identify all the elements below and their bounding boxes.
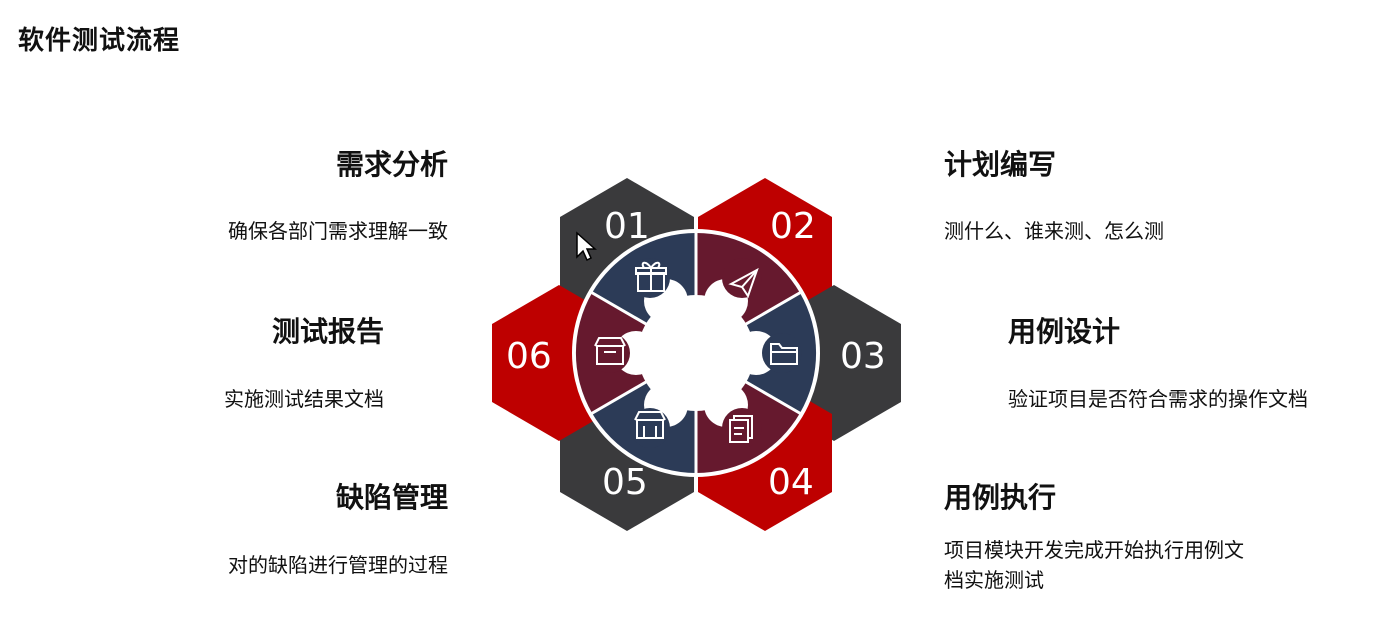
box-icon [594, 337, 626, 365]
document-icon [729, 415, 753, 443]
step-05-desc: 对的缺陷进行管理的过程 [228, 553, 448, 577]
hex-number-06: 06 [506, 336, 552, 377]
step-01-title: 需求分析 [335, 148, 448, 181]
paper-plane-icon [728, 267, 759, 299]
step-01-desc: 确保各部门需求理解一致 [228, 219, 448, 243]
step-04-desc-line2: 档实施测试 [944, 568, 1044, 592]
step-03-title: 用例设计 [1008, 315, 1121, 348]
step-02-desc: 测什么、谁来测、怎么测 [944, 219, 1164, 243]
step-05-title: 缺陷管理 [335, 481, 448, 514]
folder-icon [770, 343, 798, 365]
gift-icon [635, 261, 667, 292]
step-06-desc: 实施测试结果文档 [224, 387, 384, 411]
page-title: 软件测试流程 [18, 26, 181, 56]
hex-number-05: 05 [602, 462, 648, 503]
hex-number-03: 03 [840, 336, 886, 377]
step-03-desc: 验证项目是否符合需求的操作文档 [1008, 387, 1308, 411]
hex-number-04: 04 [768, 462, 814, 503]
hex-number-02: 02 [770, 206, 816, 247]
step-04-desc-line1: 项目模块开发完成开始执行用例文 [944, 538, 1244, 562]
cursor-icon [576, 231, 597, 262]
step-02-title: 计划编写 [944, 148, 1057, 181]
hex-number-01: 01 [604, 206, 650, 247]
step-06-title: 测试报告 [271, 315, 384, 348]
step-04-title: 用例执行 [944, 481, 1057, 514]
store-icon [634, 411, 666, 439]
